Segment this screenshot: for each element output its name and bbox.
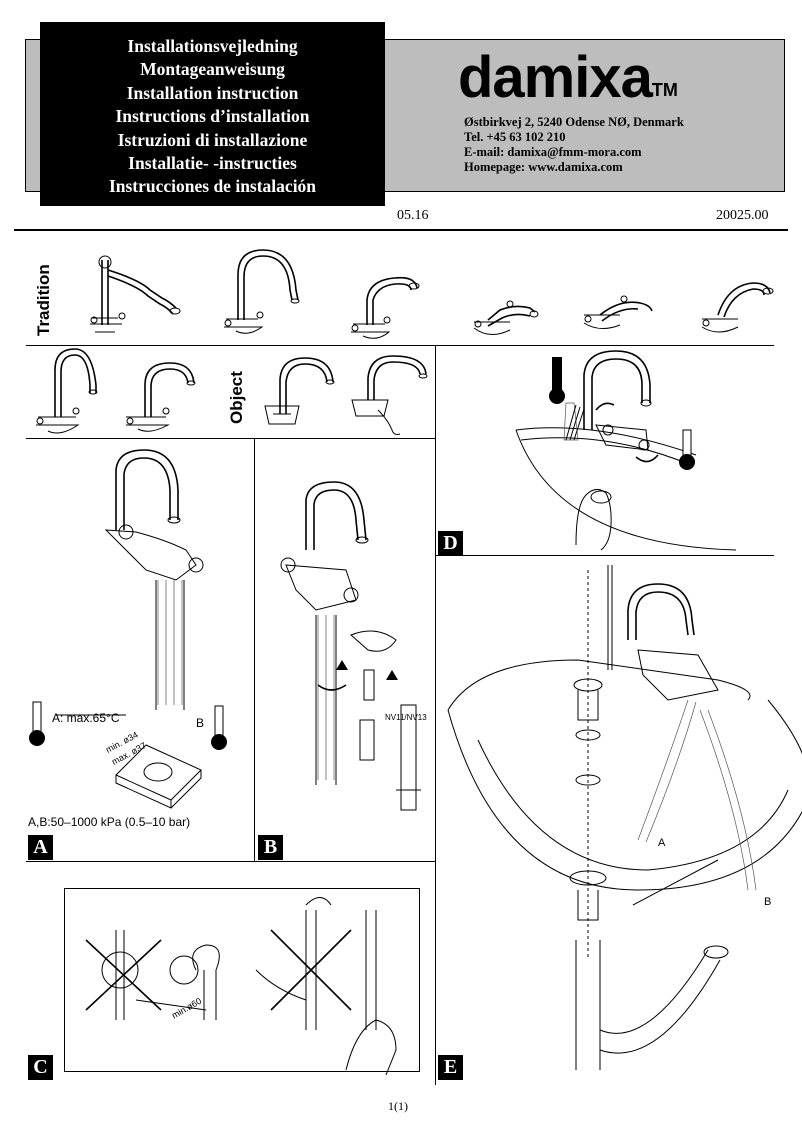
- page-number: 1(1): [388, 1099, 408, 1113]
- faucet-tradition-2: [224, 249, 300, 334]
- faucet-object-1: [264, 357, 335, 425]
- hose-b-label: B: [764, 896, 772, 908]
- title-da: Installationsvejledning: [127, 36, 298, 56]
- faucet-tradition-1: [90, 255, 181, 333]
- faucet-tradition-5: [583, 295, 653, 329]
- column-divider: [435, 345, 436, 1085]
- title-de: Montageanweisung: [140, 59, 285, 80]
- section-c-illustration: [85, 897, 397, 1076]
- faucet-object-2: [351, 355, 428, 435]
- address-phone: Tel. +45 63 102 210: [464, 130, 566, 144]
- title-it: Istruzioni di installazione: [117, 129, 308, 150]
- hose-a-label: A: [658, 837, 666, 849]
- section-label-a: A: [28, 835, 53, 860]
- address-homepage: Homepage: www.damixa.com: [464, 160, 623, 174]
- title-block: Installationsvejledning Montageanweisung…: [40, 22, 385, 206]
- header-divider: [14, 229, 788, 231]
- title-es: Instrucciones de instalación: [108, 176, 317, 197]
- faucet-tradition-7: [36, 348, 98, 434]
- section-d-illustration: [515, 350, 737, 551]
- section-b-illustration: [280, 481, 421, 811]
- faucet-tradition-4: [473, 300, 539, 335]
- ab-bottom-divider: [26, 861, 436, 862]
- title-fr: Instructions d’installation: [115, 106, 310, 127]
- tradition-row-divider: [26, 345, 774, 346]
- d-bottom-divider: [436, 555, 774, 556]
- address-street: Østbirkvej 2, 5240 Odense NØ, Denmark: [464, 115, 684, 129]
- section-e-illustration: [447, 565, 802, 1070]
- brand-logo: damixaTM: [458, 48, 678, 108]
- faucet-tradition-3: [351, 276, 420, 339]
- temp-label-a: A: max.65°C: [52, 711, 120, 725]
- document-date: 05.16: [397, 208, 429, 223]
- company-address: Østbirkvej 2, 5240 Odense NØ, Denmark Te…: [464, 115, 684, 175]
- brand-trademark: TM: [651, 80, 678, 100]
- section-label-d: D: [438, 531, 463, 556]
- label-b-side: B: [196, 716, 205, 730]
- object-row-divider: [26, 438, 436, 439]
- nv-code-label: NV11/NV13: [385, 713, 427, 722]
- section-a-illustration: [29, 449, 227, 809]
- faucet-tradition-6: [701, 282, 774, 333]
- section-label-b: B: [258, 835, 283, 860]
- address-email: E-mail: damixa@fmm-mora.com: [464, 145, 642, 159]
- title-en: Installation instruction: [126, 82, 299, 103]
- faucet-tradition-8: [126, 362, 196, 432]
- section-c-frame: [64, 888, 420, 1072]
- document-number: 20025.00: [716, 208, 769, 223]
- section-label-c: C: [28, 1055, 53, 1080]
- title-nl: Installatie- -instructies: [128, 153, 297, 174]
- ab-divider: [254, 438, 255, 861]
- pressure-label: A,B:50–1000 kPa (0.5–10 bar): [28, 815, 191, 829]
- brand-name: damixa: [458, 45, 653, 110]
- section-label-e: E: [438, 1055, 463, 1080]
